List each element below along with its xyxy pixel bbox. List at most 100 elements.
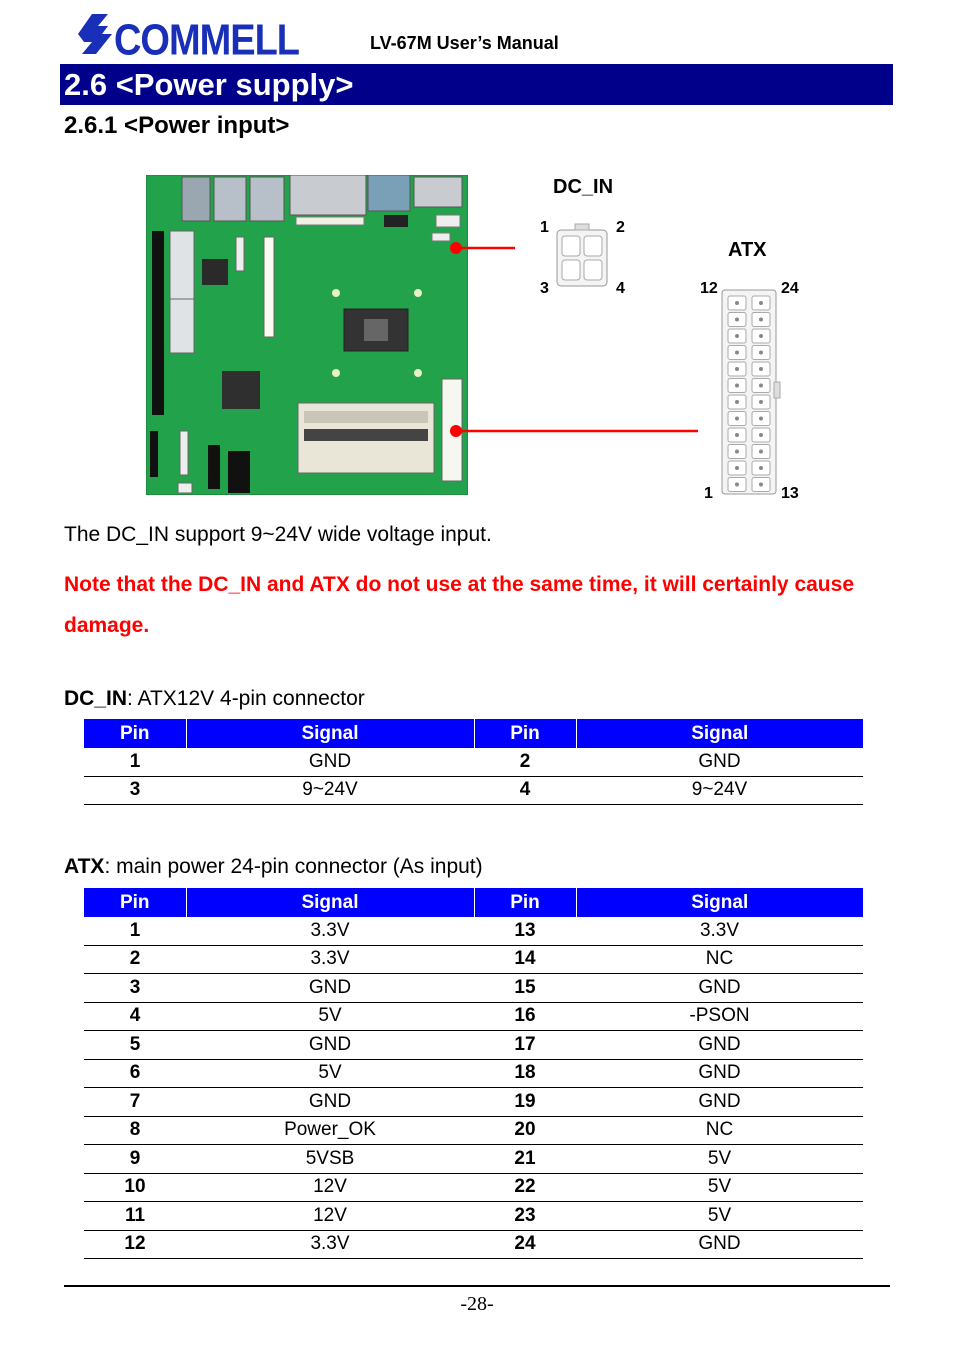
pin-cell: 9 [84, 1144, 186, 1174]
dc-in-pin-1: 1 [540, 219, 549, 236]
signal-cell: 3.3V [186, 945, 474, 974]
atx-pin-contact [759, 383, 763, 388]
signal-cell: 3.3V [186, 917, 474, 946]
atx-pin-contact [735, 334, 739, 338]
dc-in-table-caption: DC_IN: ATX12V 4-pin connector [64, 687, 365, 711]
pin-cell: 13 [474, 917, 576, 946]
signal-cell: 3.3V [186, 1230, 474, 1259]
signal-cell: GND [186, 748, 474, 777]
atx-pin-socket [727, 295, 747, 311]
atx-pin-contact [735, 367, 739, 371]
atx-pin-contact [759, 449, 763, 454]
atx-pin-contact [759, 416, 763, 421]
dc-in-pin-4: 4 [616, 280, 625, 297]
atx-pin-contact [759, 482, 763, 487]
signal-cell: NC [576, 945, 863, 974]
atx-pin-socket [751, 411, 771, 426]
pin-cell: 2 [474, 748, 576, 777]
pin-cell: 17 [474, 1030, 576, 1060]
pin-cell: 3 [84, 776, 186, 805]
motherboard-image [145, 174, 469, 496]
signal-cell: GND [186, 1030, 474, 1060]
atx-pin-socket [751, 328, 771, 344]
signal-cell: GND [186, 973, 474, 1003]
signal-cell: 12V [186, 1173, 474, 1202]
atx-pin-12: 12 [700, 280, 718, 297]
atx-pin-contact [735, 317, 739, 322]
atx-pin-socket [727, 361, 747, 377]
atx-pin-contact [735, 301, 739, 305]
atx-pin-contact [735, 449, 739, 454]
footer-rule [64, 1285, 890, 1287]
signal-cell: 3.3V [576, 917, 863, 946]
column-header: Signal [185, 719, 474, 748]
atx-pin-contact [759, 317, 763, 322]
atx-pin-socket [727, 328, 747, 344]
signal-cell: 5V [186, 1059, 474, 1088]
caption-rest: : main power 24-pin connector (As input) [104, 855, 483, 878]
atx-pin-socket [751, 295, 771, 311]
atx-pin-contact [759, 334, 763, 338]
pin-cell: 15 [474, 973, 576, 1003]
pin-cell: 4 [474, 776, 576, 805]
atx-pin-contact [735, 383, 739, 388]
atx-pin-24: 24 [781, 280, 799, 297]
pin-cell: 24 [474, 1230, 576, 1259]
atx-pin-contact [759, 400, 763, 404]
atx-connector-drawing [721, 289, 781, 495]
pin-cell: 3 [84, 973, 186, 1003]
signal-cell: 5V [186, 1002, 474, 1031]
atx-pin-contact [759, 466, 763, 470]
page-number: -28- [460, 1293, 494, 1315]
atx-pin-socket [751, 427, 771, 443]
atx-pointer [450, 425, 698, 437]
atx-pin-contact [759, 367, 763, 371]
pin-cell: 16 [474, 1002, 576, 1031]
atx-pin-socket [751, 477, 771, 492]
signal-cell: Power_OK [186, 1116, 474, 1145]
column-header: Pin [473, 888, 576, 917]
intro-text: The DC_IN support 9~24V wide voltage inp… [64, 523, 492, 546]
logo-text: COMMELL [114, 15, 299, 62]
atx-pin-socket [751, 345, 771, 360]
signal-cell: GND [576, 1030, 863, 1060]
pin-cell: 18 [474, 1059, 576, 1088]
signal-cell: GND [186, 1087, 474, 1117]
pin-cell: 4 [84, 1002, 186, 1031]
pin-cell: 19 [474, 1087, 576, 1117]
atx-pin-socket [751, 361, 771, 377]
column-header: Signal [575, 888, 863, 917]
signal-cell: GND [576, 748, 863, 777]
signal-cell: GND [576, 1230, 863, 1259]
signal-cell: -PSON [576, 1002, 863, 1031]
signal-cell: NC [576, 1116, 863, 1145]
pin-cell: 8 [84, 1116, 186, 1145]
manual-title: LV-67M User’s Manual [370, 33, 559, 53]
pin-cell: 20 [474, 1116, 576, 1145]
pin-cell: 1 [84, 917, 186, 946]
signal-cell: 5V [576, 1173, 863, 1202]
section-title: 2.6 <Power supply> [60, 64, 893, 105]
atx-pin-1: 1 [704, 485, 713, 502]
column-header: Signal [575, 719, 863, 748]
atx-pin-contact [759, 350, 763, 355]
warning-note: Note that the DC_IN and ATX do not use a… [64, 573, 854, 637]
signal-cell: 12V [186, 1201, 474, 1231]
dc-in-pin-3: 3 [540, 280, 549, 297]
pin-cell: 22 [474, 1173, 576, 1202]
pin-cell: 12 [84, 1230, 186, 1259]
pin-cell: 21 [474, 1144, 576, 1174]
atx-pin-socket [751, 460, 771, 476]
